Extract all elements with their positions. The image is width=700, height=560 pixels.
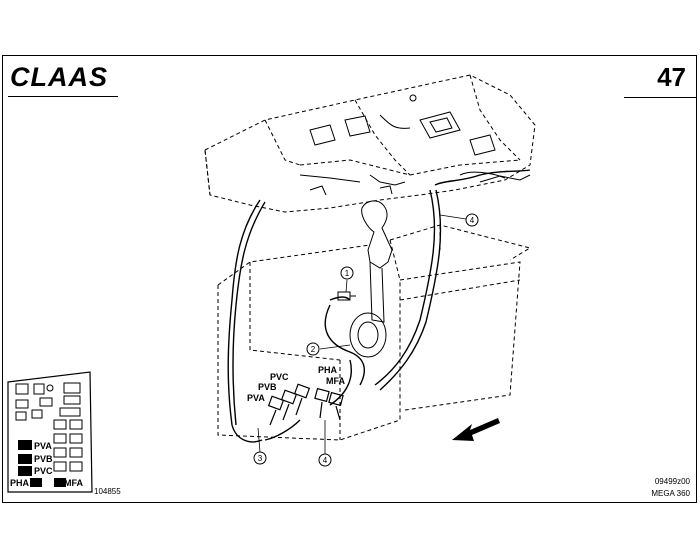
brand-logo-text: CLAAS xyxy=(10,63,108,91)
legend-label-pha: PHA xyxy=(10,478,30,488)
label-pvc: PVC xyxy=(270,372,289,382)
console-outline xyxy=(204,74,536,213)
callout-4-bottom: 4 xyxy=(323,456,328,465)
console-details xyxy=(299,94,531,196)
callout-3: 3 xyxy=(258,454,263,463)
figure-code: 09499z00 xyxy=(654,477,690,486)
callout-circle-1 xyxy=(340,266,354,280)
claas-logo: CLAAS xyxy=(10,63,108,91)
label-pha: PHA xyxy=(318,365,338,375)
cable-harness xyxy=(227,169,531,443)
document-code: 104855 xyxy=(94,487,121,496)
label-mfa: MFA xyxy=(326,376,345,386)
legend-filled-blocks xyxy=(18,440,66,487)
model-name: MEGA 360 xyxy=(651,489,690,498)
header-rule-left xyxy=(8,96,118,97)
legend-label-pvb: PVB xyxy=(34,454,53,464)
callout-1: 1 xyxy=(345,269,350,278)
legend-panel xyxy=(7,371,93,493)
callout-leaders xyxy=(257,214,467,454)
direction-arrow xyxy=(452,418,500,441)
legend-label-pva: PVA xyxy=(34,441,52,451)
header-rule-right xyxy=(624,97,696,98)
legend-label-pvc: PVC xyxy=(34,466,53,476)
callout-circle-2 xyxy=(306,342,320,356)
callout-2: 2 xyxy=(311,345,316,354)
page-frame xyxy=(2,55,697,503)
housing-outline xyxy=(217,224,532,441)
callout-circle-4b xyxy=(318,453,332,467)
callout-4-top: 4 xyxy=(470,216,475,225)
label-pvb: PVB xyxy=(258,382,277,392)
callout-circles xyxy=(253,213,479,467)
connectors-pv xyxy=(267,383,311,426)
plug-1 xyxy=(337,291,356,301)
joystick-lever xyxy=(349,200,393,358)
callout-circle-4a xyxy=(465,213,479,227)
callout-circle-3 xyxy=(253,451,267,465)
legend-label-mfa: MFA xyxy=(64,478,83,488)
connectors-ph xyxy=(314,387,344,421)
label-pva: PVA xyxy=(247,393,265,403)
page-number: 47 xyxy=(657,62,686,92)
